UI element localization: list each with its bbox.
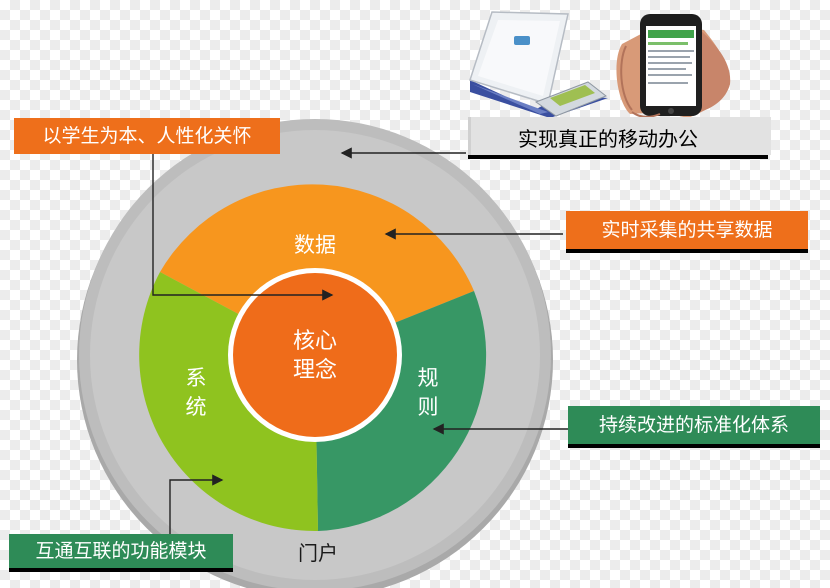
label-standardization: 持续改进的标准化体系 [568,406,820,444]
sector-data-label: 数据 [294,233,336,257]
connector-top-left [152,150,334,301]
sector-rules-label-2: 则 [418,395,439,419]
sector-system-label-2: 统 [186,395,207,419]
label-student-care: 以学生为本、人性化关怀 [14,118,280,154]
phone-illustration [616,14,731,118]
sector-system-label-1: 系 [186,366,207,390]
label-function-modules: 互通互联的功能模块 [9,534,233,568]
callout-mobile-office-shadow [468,155,768,159]
label-shared-data: 实时采集的共享数据 [566,211,808,249]
label-shared-data-shadow [566,249,808,253]
label-function-modules-shadow [9,568,233,572]
core-label-line1: 核心 [293,329,337,354]
label-standardization-shadow [568,444,820,448]
sector-rules-label-1: 规 [418,366,439,390]
laptop-illustration [469,11,608,118]
core-label-line2: 理念 [293,358,337,383]
callout-mobile-office-label: 实现真正的移动办公 [518,127,698,151]
core-circle [233,273,397,437]
callout-mobile-office [468,117,771,155]
outer-ring-label: 门户 [298,541,338,565]
connector-bottom-left [169,474,224,538]
